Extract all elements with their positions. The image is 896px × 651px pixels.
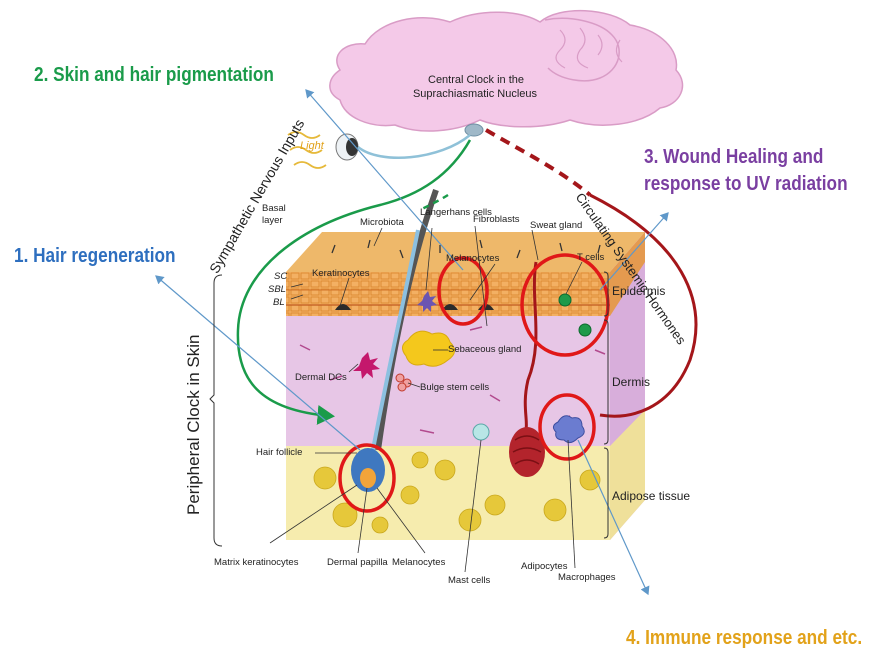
- melanocytes-top-label: Melanocytes: [446, 253, 499, 264]
- basal-layer-line2: layer: [262, 215, 283, 226]
- adipocytes-label: Adipocytes: [521, 561, 567, 572]
- peripheral-label: Peripheral Clock in Skin: [184, 335, 204, 515]
- bulge-label: Bulge stem cells: [420, 382, 489, 393]
- keratinocytes-label: Keratinocytes: [312, 268, 370, 279]
- adipose-label: Adipose tissue: [612, 489, 690, 503]
- central-clock-line2: Suprachiasmatic Nucleus: [400, 87, 550, 101]
- circulating-hormones: [486, 130, 590, 195]
- fibroblasts-label: Fibroblasts: [473, 214, 519, 225]
- bl-label: BL: [273, 297, 285, 308]
- dermal-papilla-label: Dermal papilla: [327, 557, 388, 568]
- epidermis-label: Epidermis: [612, 284, 665, 298]
- central-clock-line1: Central Clock in the: [416, 73, 536, 87]
- sbl-label: SBL: [268, 284, 286, 295]
- mast-cell: [473, 424, 489, 440]
- hair-follicle-label: Hair follicle: [256, 447, 302, 458]
- matrix-label: Matrix keratinocytes: [214, 557, 298, 568]
- label-wound-healing-1: 3. Wound Healing and: [644, 146, 823, 169]
- melanocytes-bottom-label: Melanocytes: [392, 557, 445, 568]
- macrophages-label: Macrophages: [558, 572, 616, 583]
- dermal-dcs-label: Dermal DCs: [295, 372, 347, 383]
- dermis-label: Dermis: [612, 375, 650, 389]
- light-label: Light: [300, 140, 324, 152]
- microbiota-label: Microbiota: [360, 217, 404, 228]
- label-hair-regeneration: 1. Hair regeneration: [14, 245, 176, 268]
- mast-cells-label: Mast cells: [448, 575, 490, 586]
- basal-layer-line1: Basal: [262, 203, 286, 214]
- label-immune-response: 4. Immune response and etc.: [626, 627, 862, 650]
- t-cells-label: T cells: [577, 252, 604, 263]
- label-skin-pigmentation: 2. Skin and hair pigmentation: [34, 64, 274, 87]
- sc-label: SC: [274, 271, 287, 282]
- sebaceous-label: Sebaceous gland: [448, 344, 521, 355]
- label-wound-healing-2: response to UV radiation: [644, 173, 848, 196]
- sweat-gland-label: Sweat gland: [530, 220, 582, 231]
